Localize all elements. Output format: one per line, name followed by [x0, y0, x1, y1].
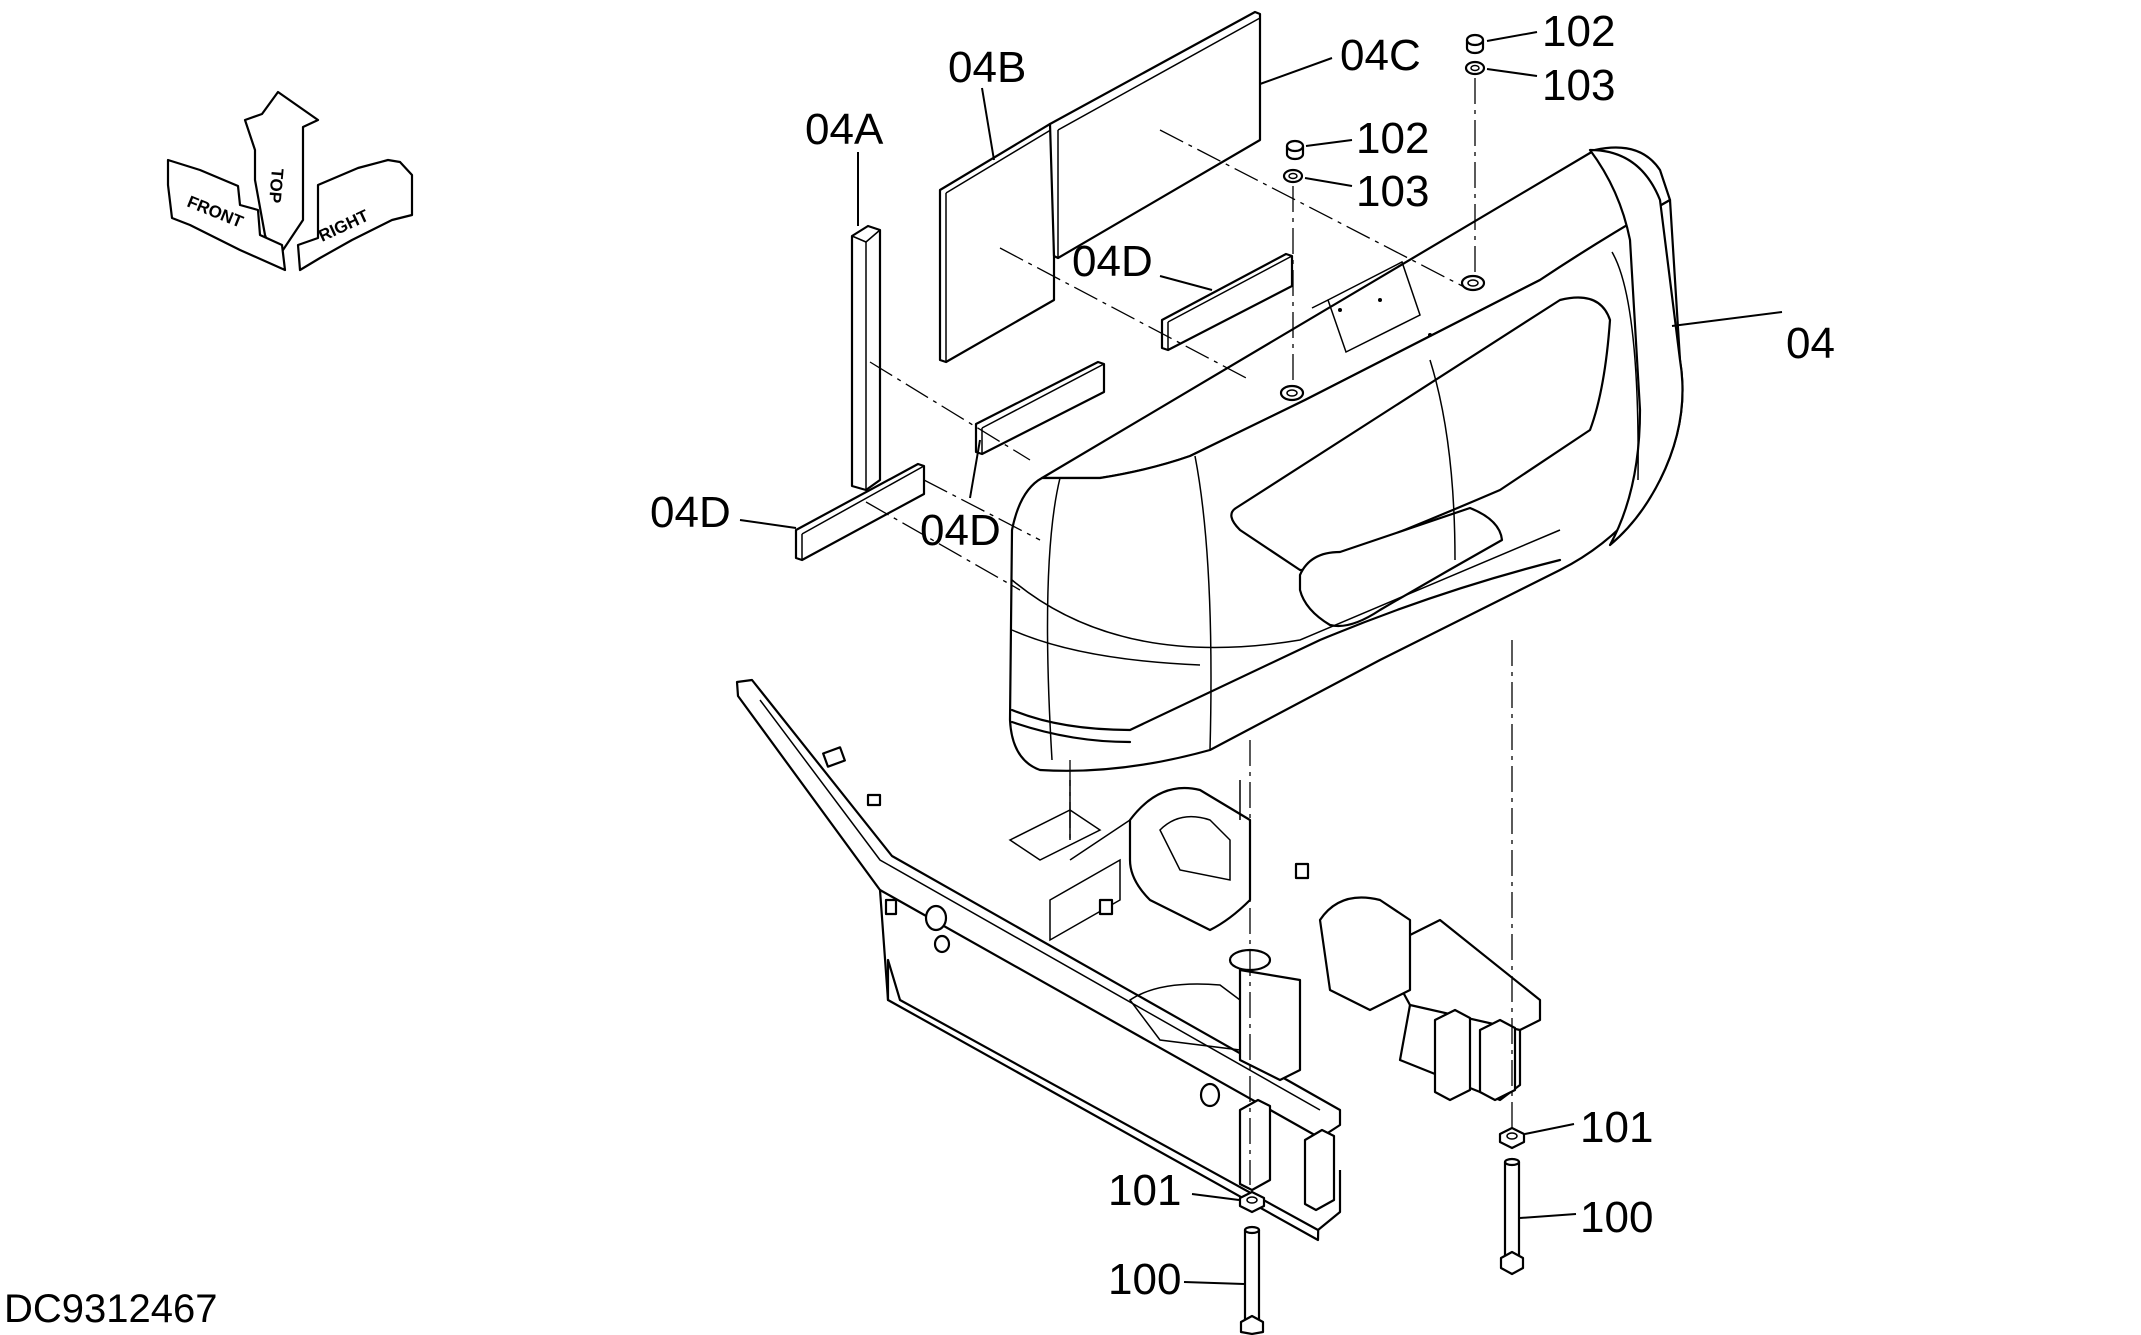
washer-103-lower-icon [1282, 168, 1304, 184]
bolt-100-left-icon [1239, 1225, 1265, 1335]
assembly-centerlines [865, 78, 1513, 1185]
label-04b: 04B [948, 43, 1026, 92]
label-04-counterweight: 04 [1786, 319, 1835, 368]
nut-101-left-icon [1238, 1190, 1266, 1214]
label-102-upper: 102 [1542, 7, 1615, 56]
top-label: TOP [265, 168, 287, 204]
label-04d-middle: 04D [920, 506, 1001, 555]
counterweight-04 [1008, 146, 1684, 772]
label-04d-upper: 04D [1072, 237, 1153, 286]
label-04c: 04C [1340, 31, 1421, 80]
washer-103-upper-icon [1464, 60, 1486, 76]
orientation-arrows-icon: TOP FRONT RIGHT [166, 90, 414, 272]
label-103-lower: 103 [1356, 167, 1429, 216]
label-100-right: 100 [1580, 1193, 1653, 1242]
label-04d-left: 04D [650, 488, 731, 537]
part-04b-plate [938, 122, 1056, 364]
drawing-number: DC9312467 [4, 1287, 218, 1331]
cap-102-lower-icon [1285, 139, 1305, 161]
label-102-lower: 102 [1356, 114, 1429, 163]
part-04c-plate [1048, 10, 1262, 260]
leader-lines [739, 31, 1783, 1285]
part-04d-middle-shim [974, 360, 1106, 456]
part-04a-bar [850, 224, 882, 492]
nut-101-right-icon [1498, 1126, 1526, 1150]
upper-frame [735, 678, 1542, 1242]
label-101-right: 101 [1580, 1103, 1653, 1152]
part-04d-left-shim [794, 462, 926, 562]
label-100-left: 100 [1108, 1255, 1181, 1304]
label-103-upper: 103 [1542, 61, 1615, 110]
label-04a: 04A [805, 105, 884, 154]
bolt-100-right-icon [1499, 1157, 1525, 1276]
part-04d-upper-shim [1160, 252, 1294, 352]
label-101-left: 101 [1108, 1166, 1181, 1215]
cap-102-upper-icon [1465, 33, 1485, 55]
